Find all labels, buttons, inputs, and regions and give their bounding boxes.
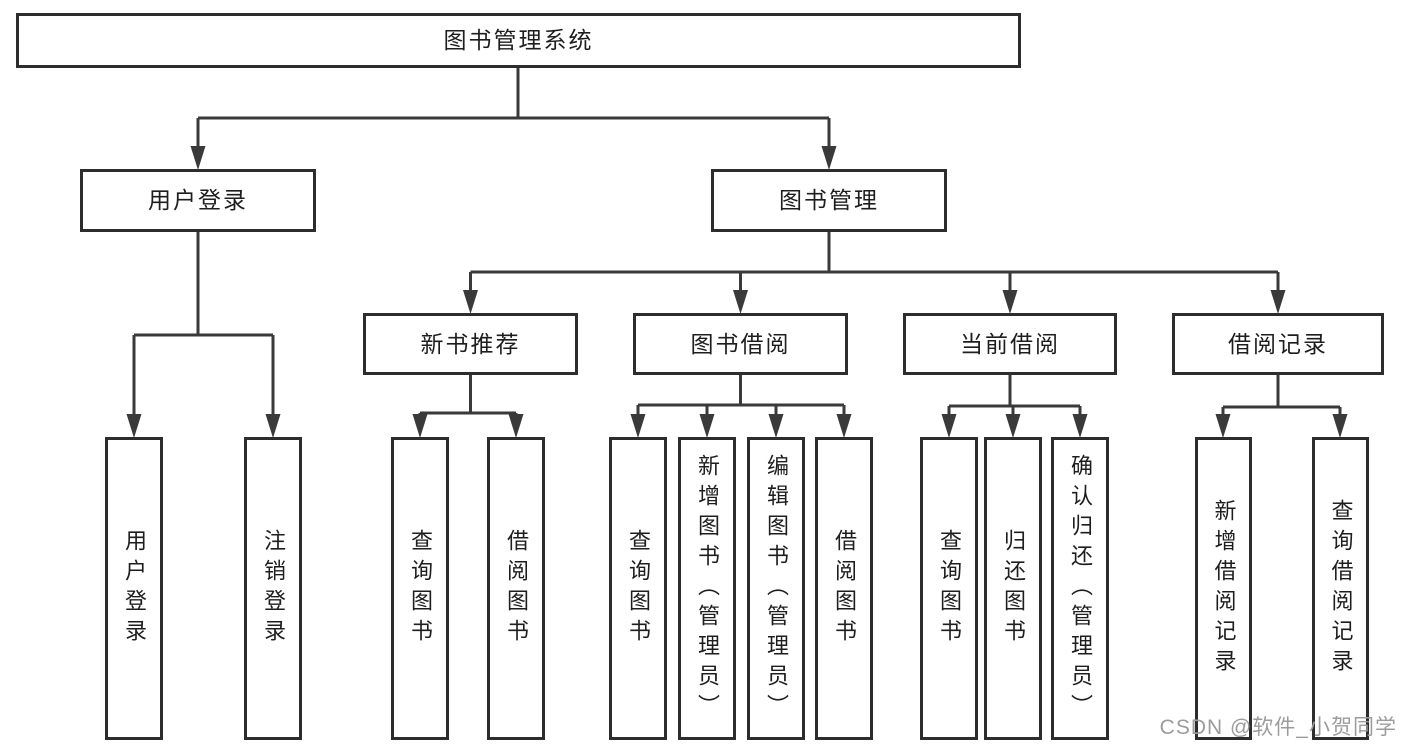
leaf-add-books-admin: 新增图书（管理员）	[678, 437, 736, 740]
leaf-query-books-borrowing: 查询图书	[609, 437, 667, 740]
node-book-management: 图书管理	[711, 169, 947, 232]
node-library-management-system: 图书管理系统	[16, 13, 1021, 68]
leaf-query-borrow-record: 查询借阅记录	[1312, 437, 1369, 740]
connector-lines	[132, 68, 1342, 419]
leaf-query-books-current: 查询图书	[920, 437, 978, 740]
leaf-logout: 注销登录	[244, 437, 302, 740]
node-borrowing-records: 借阅记录	[1172, 313, 1384, 375]
leaf-return-books: 归还图书	[984, 437, 1042, 740]
node-current-borrowing: 当前借阅	[903, 313, 1117, 375]
leaf-confirm-return-admin: 确认归还（管理员）	[1051, 437, 1109, 740]
leaf-query-books-recommend: 查询图书	[391, 437, 449, 740]
arrowheads	[126, 146, 1348, 438]
leaf-user-login: 用户登录	[105, 437, 163, 740]
leaf-edit-books-admin: 编辑图书（管理员）	[747, 437, 805, 740]
node-user-login: 用户登录	[80, 169, 316, 232]
node-new-book-recommend: 新书推荐	[363, 313, 578, 375]
node-book-borrowing: 图书借阅	[633, 313, 848, 375]
leaf-add-borrow-record: 新增借阅记录	[1195, 437, 1252, 740]
csdn-watermark: CSDN @软件_小贺同学	[1159, 716, 1397, 739]
leaf-borrow-books: 借阅图书	[815, 437, 873, 740]
leaf-borrow-books-recommend: 借阅图书	[487, 437, 545, 740]
